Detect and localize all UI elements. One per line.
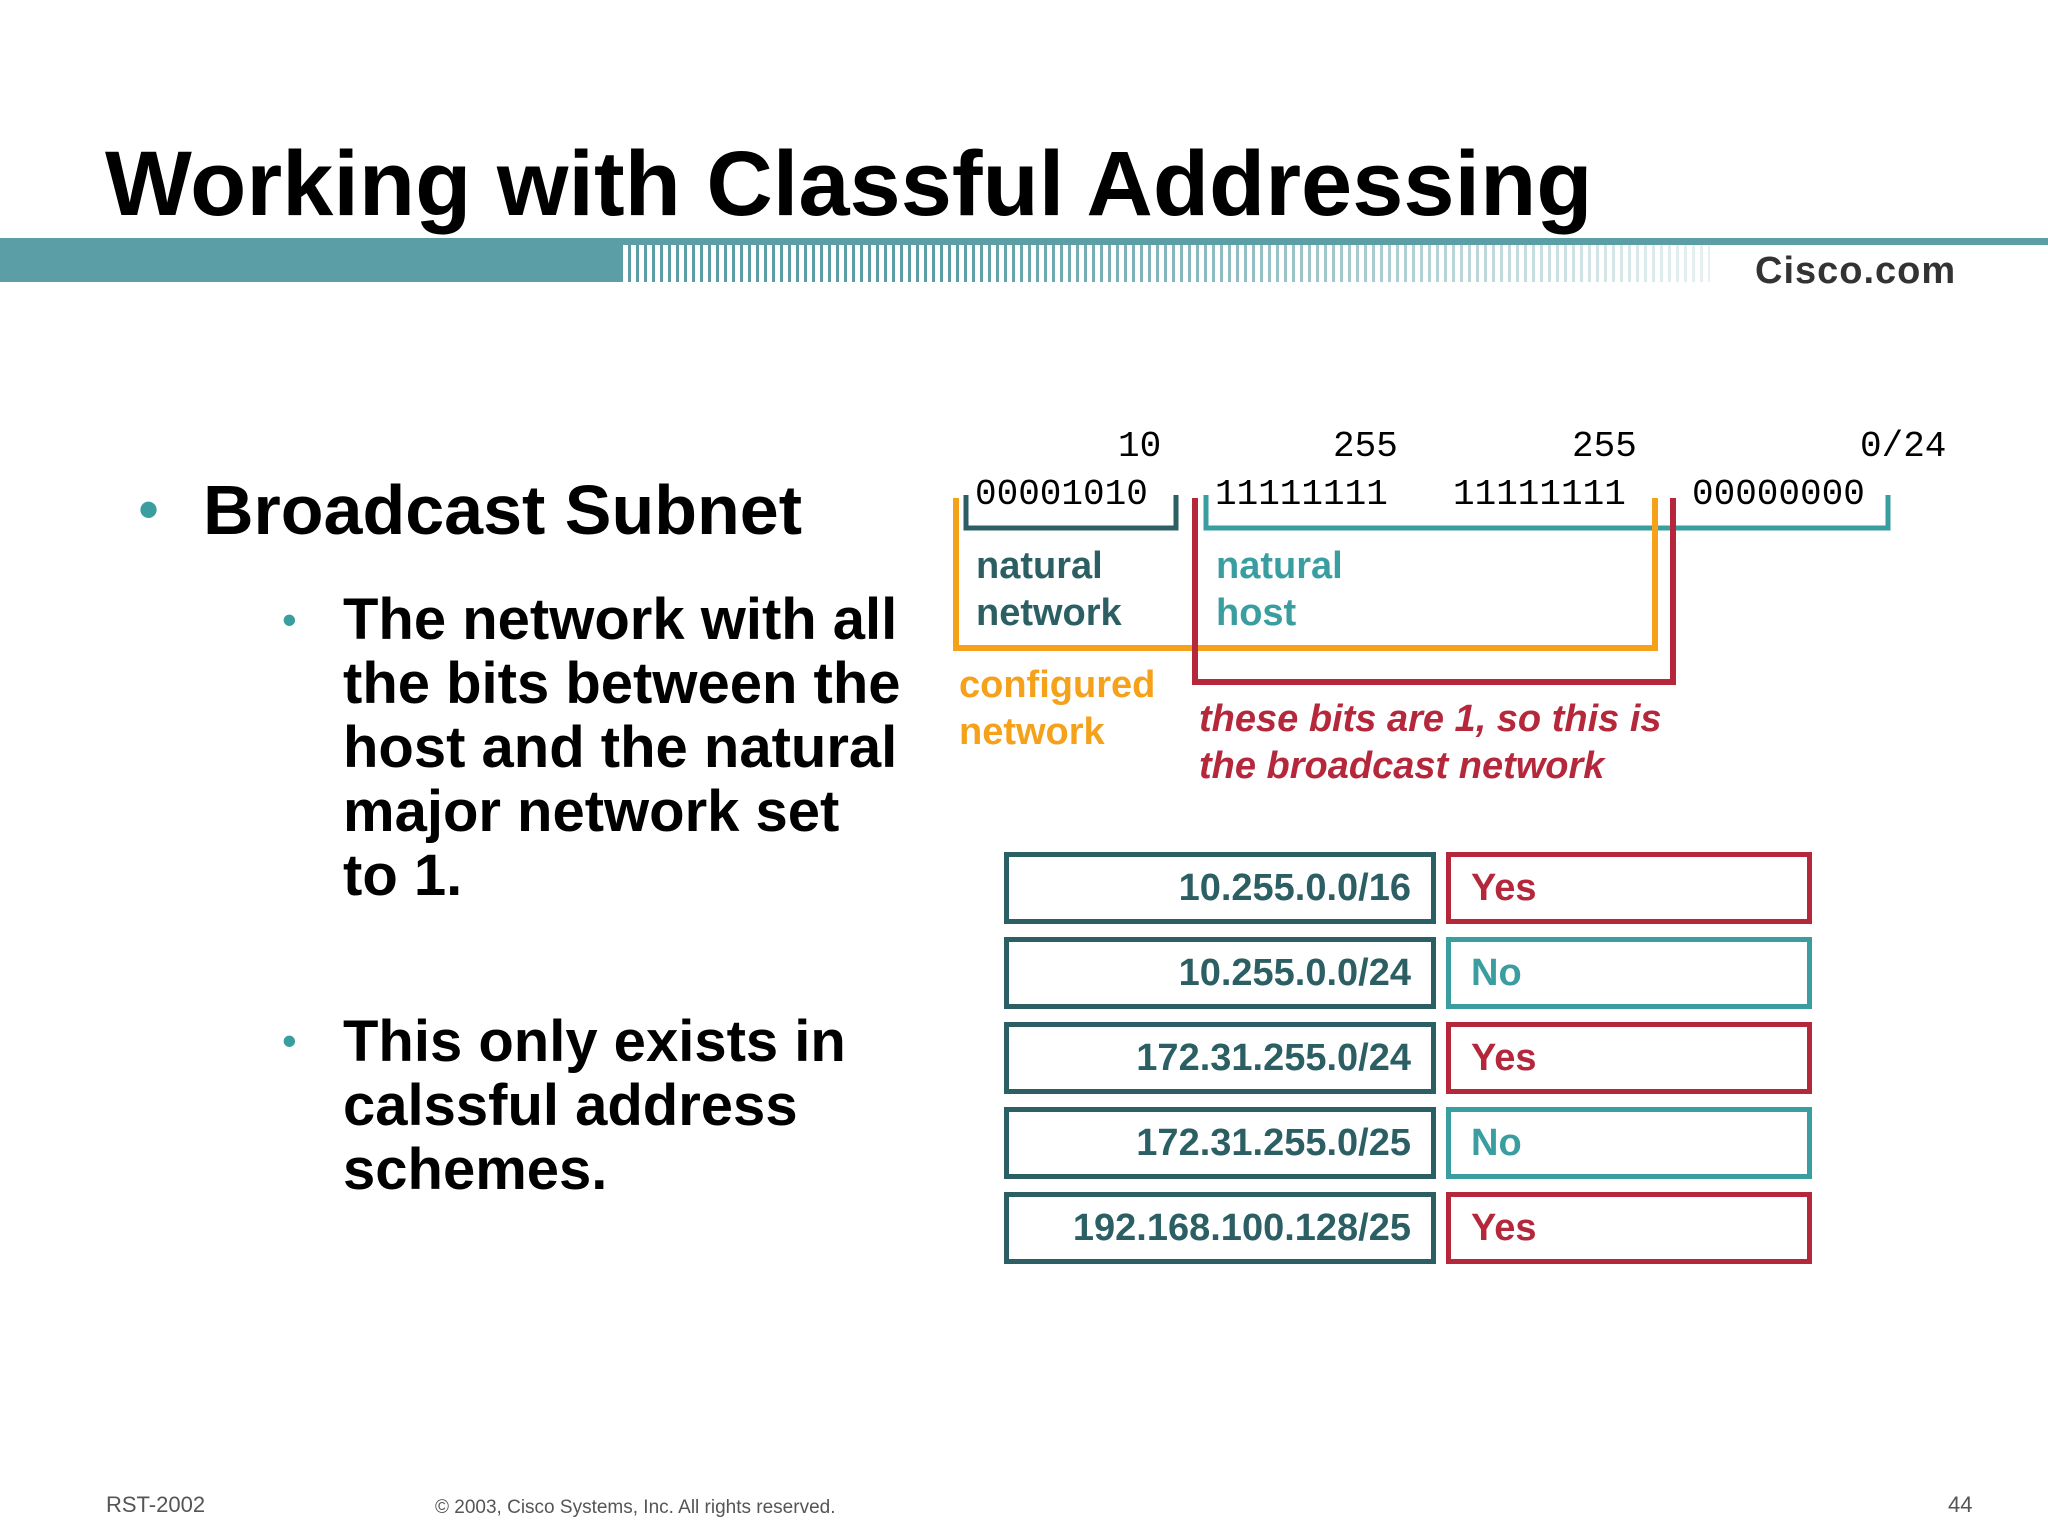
bracket-configured-network bbox=[953, 498, 1658, 651]
label-configured-network: configured network bbox=[959, 664, 1156, 753]
header-band bbox=[0, 238, 620, 282]
decimal-octet-3: 255 bbox=[1572, 426, 1637, 467]
table-answer-cell: Yes bbox=[1446, 1022, 1812, 1094]
table-answer-cell: Yes bbox=[1446, 1192, 1812, 1264]
table-answer-cell: No bbox=[1446, 1107, 1812, 1179]
table-network-cell: 172.31.255.0/25 bbox=[1004, 1107, 1436, 1179]
table-answer-cell: No bbox=[1446, 937, 1812, 1009]
binary-octet-4: 00000000 bbox=[1692, 474, 1865, 515]
label-natural-network: natural network bbox=[976, 545, 1122, 634]
table-network-cell: 10.255.0.0/16 bbox=[1004, 852, 1436, 924]
header-tick-pattern bbox=[620, 245, 1710, 282]
footer-copyright: © 2003, Cisco Systems, Inc. All rights r… bbox=[435, 1497, 836, 1518]
table-network-cell: 172.31.255.0/24 bbox=[1004, 1022, 1436, 1094]
label-natural-host: natural host bbox=[1216, 545, 1343, 634]
table-answer-cell: Yes bbox=[1446, 852, 1812, 924]
bullet-icon: • bbox=[282, 596, 297, 643]
binary-octet-3: 11111111 bbox=[1453, 474, 1626, 515]
footer-course-code: RST-2002 bbox=[106, 1492, 206, 1517]
sub-bullet-2: This only exists in calssful address sch… bbox=[343, 1009, 846, 1202]
bracket-natural-host bbox=[1203, 495, 1891, 531]
bullet-main: Broadcast Subnet bbox=[203, 471, 802, 549]
bracket-broadcast bbox=[1192, 498, 1676, 685]
binary-octet-1: 00001010 bbox=[975, 474, 1148, 515]
table-network-cell: 192.168.100.128/25 bbox=[1004, 1192, 1436, 1264]
footer-page-number: 44 bbox=[1948, 1492, 1973, 1517]
decimal-octet-1: 10 bbox=[1118, 426, 1162, 467]
table-network-cell: 10.255.0.0/24 bbox=[1004, 937, 1436, 1009]
bracket-natural-network bbox=[963, 495, 1179, 531]
sub-bullet-1: The network with all the bits between th… bbox=[343, 587, 901, 908]
binary-octet-2: 11111111 bbox=[1215, 474, 1388, 515]
decimal-octet-2: 255 bbox=[1333, 426, 1398, 467]
bullet-icon: • bbox=[282, 1017, 297, 1064]
decimal-octet-4: 0/24 bbox=[1860, 426, 1947, 467]
label-broadcast-network: these bits are 1, so this is the broadca… bbox=[1199, 698, 1662, 787]
slide-title: Working with Classful Addressing bbox=[105, 133, 1593, 235]
cisco-logo: Cisco.com bbox=[1755, 250, 1957, 292]
header-line bbox=[0, 238, 2048, 245]
bullet-icon: • bbox=[138, 476, 160, 543]
